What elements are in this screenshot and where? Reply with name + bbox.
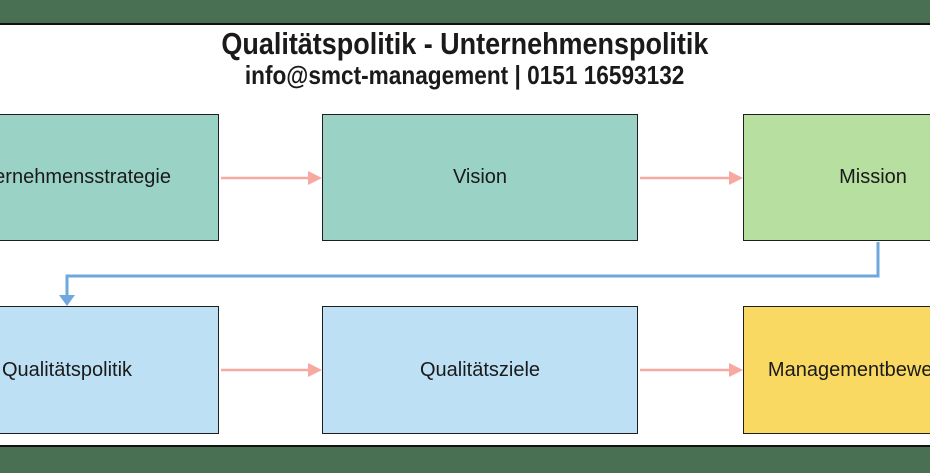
arrow-right-icon xyxy=(640,171,743,185)
node-qualitaetsziele: Qualitätsziele xyxy=(322,306,638,434)
page-title: Qualitätspolitik - Unternehmenspolitik xyxy=(0,28,930,59)
node-label: Qualitätsziele xyxy=(419,358,541,381)
page-title-text: Qualitätspolitik - Unternehmenspolitik xyxy=(221,26,709,61)
node-label: Qualitätspolitik xyxy=(1,358,133,381)
arrow-right-icon xyxy=(221,171,322,185)
top-brand-bar xyxy=(0,0,930,25)
node-label: Unternehmensstrategie xyxy=(0,166,171,188)
node-qualitaetspolitik: Qualitätspolitik xyxy=(0,306,219,434)
bottom-brand-bar xyxy=(0,445,930,473)
arrow-right-icon xyxy=(640,363,743,377)
node-unternehmensstrategie: Unternehmensstrategie xyxy=(0,114,219,241)
contact-info: info@smct-management | 0151 16593132 xyxy=(0,62,930,88)
node-mission: Mission xyxy=(743,114,930,241)
elbow-arrow-down-icon xyxy=(59,242,880,306)
arrow-right-icon xyxy=(221,363,322,377)
contact-info-text: info@smct-management | 0151 16593132 xyxy=(245,60,685,90)
node-label: Vision xyxy=(452,166,508,188)
node-vision: Vision xyxy=(322,114,638,241)
node-label: Mission xyxy=(839,166,907,188)
node-managementbewertung: Managementbewertung xyxy=(743,306,930,434)
node-label: Managementbewertung xyxy=(767,358,930,381)
